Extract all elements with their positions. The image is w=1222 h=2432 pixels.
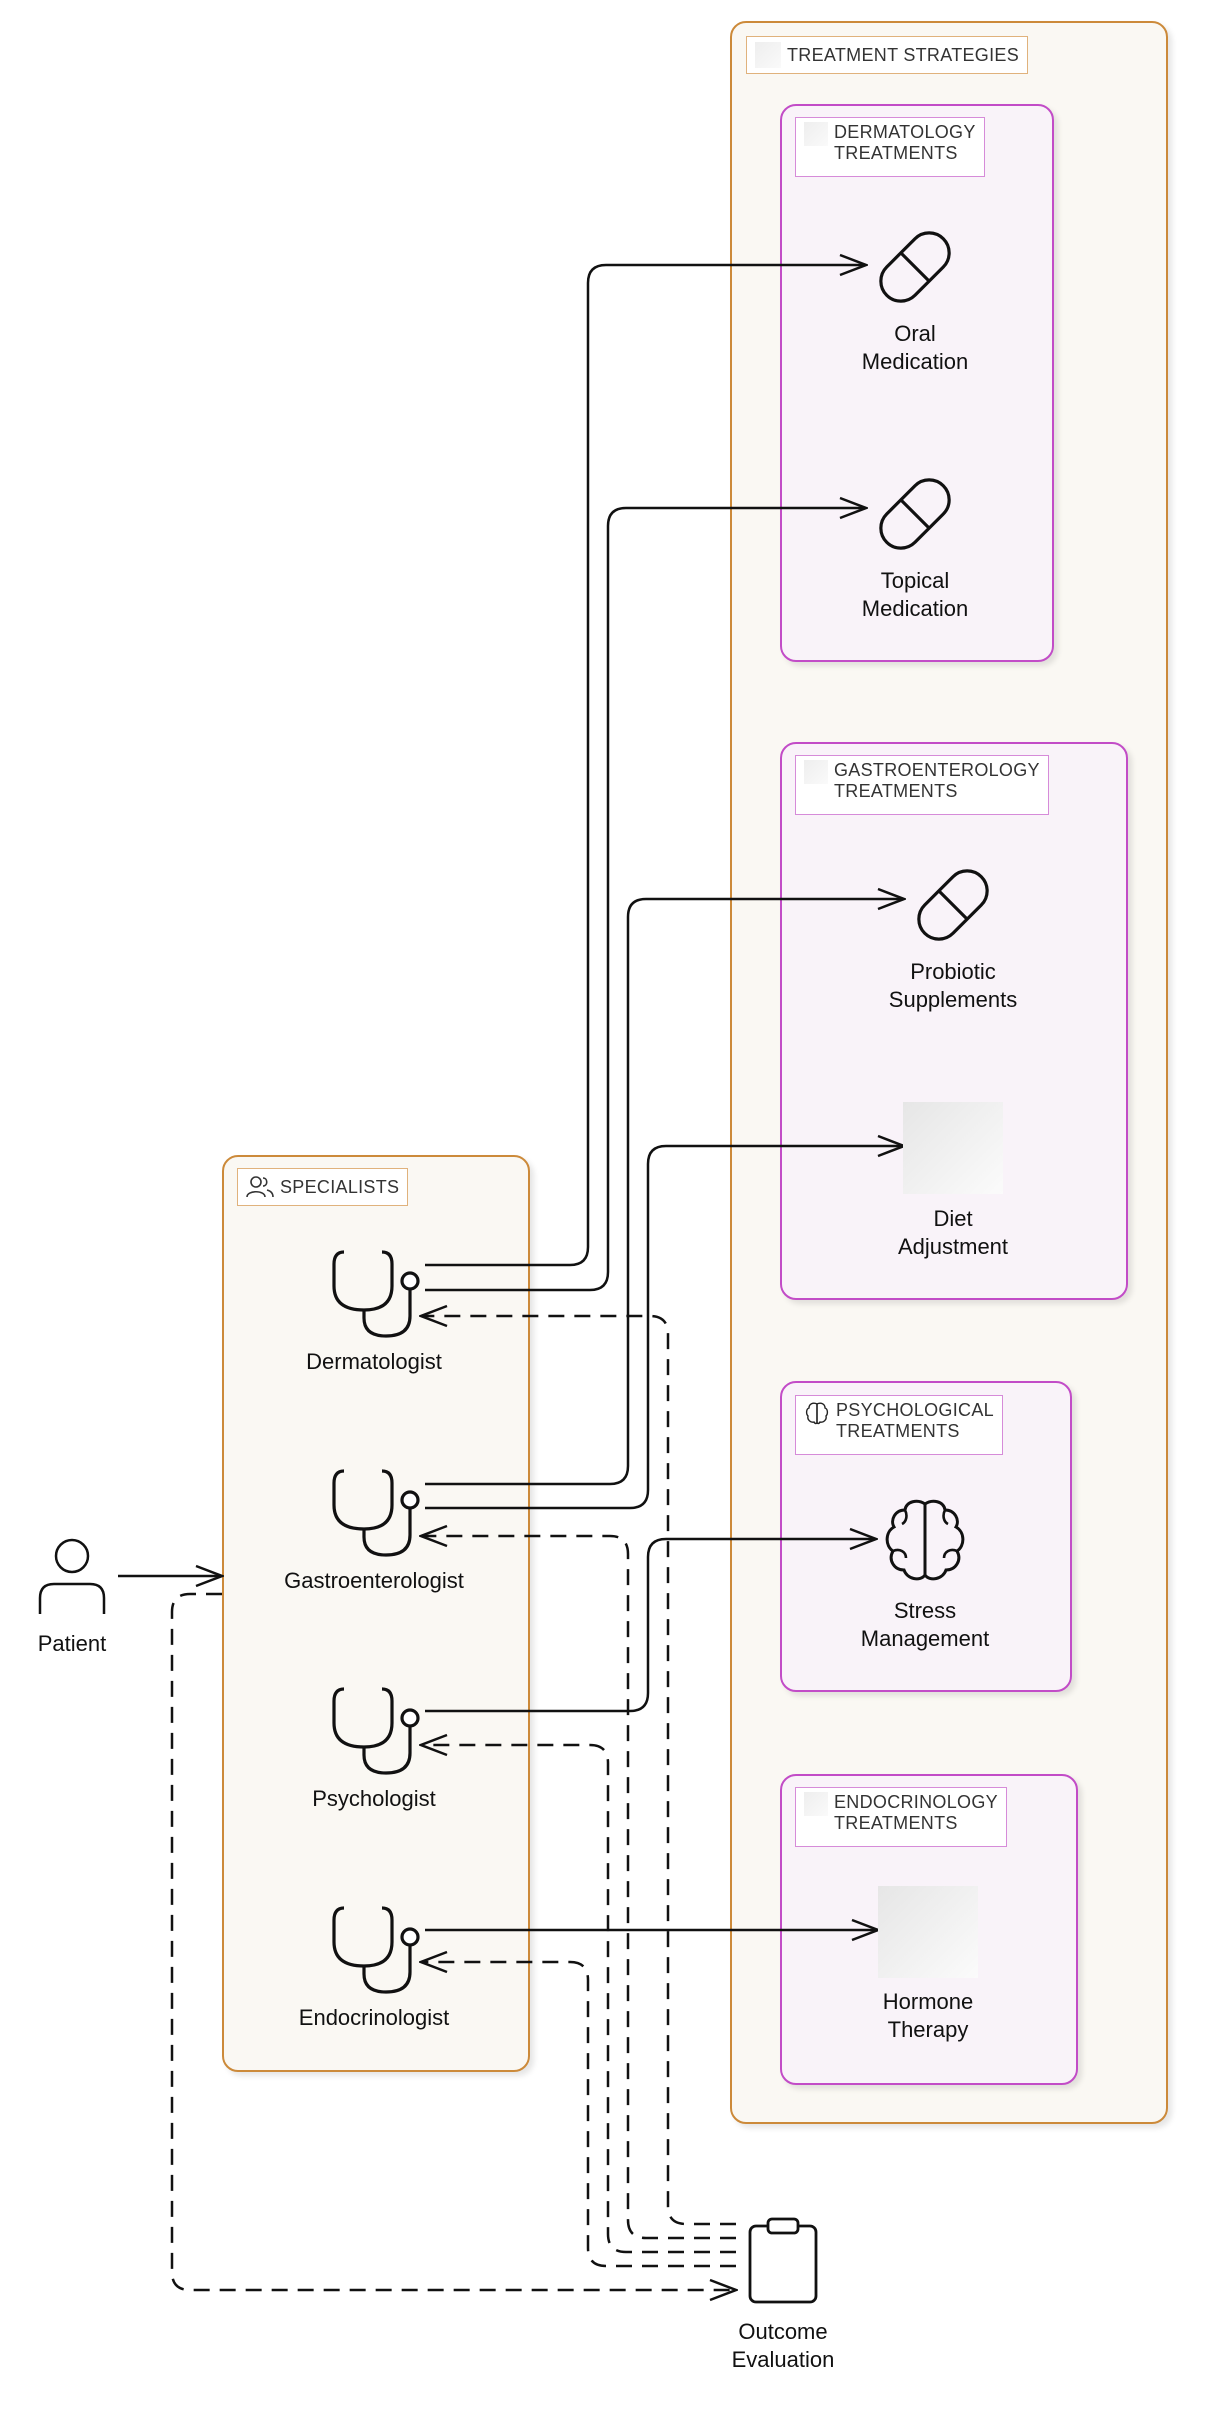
treatment-strategies-tag: TREATMENT STRATEGIES xyxy=(746,36,1029,74)
specialists-title: SPECIALISTS xyxy=(280,1176,400,1197)
specialist-label-gastroenterologist: Gastroenterologist xyxy=(284,1568,464,1593)
diet-line1: Diet xyxy=(933,1206,973,1231)
pill-icon xyxy=(879,231,951,303)
treatment-strategies-title: TREATMENT STRATEGIES xyxy=(787,44,1020,65)
dermatology-title-line1: DERMATOLOGY xyxy=(834,122,976,142)
oral-line2: Medication xyxy=(861,349,969,374)
stress-line1: Stress xyxy=(893,1598,957,1623)
edge-gastro-diet xyxy=(425,1146,904,1510)
patient-label: Patient xyxy=(37,1631,107,1656)
hormone-therapy-image-icon xyxy=(878,1886,978,1978)
endocrinology-treatments-tag: ENDOCRINOLOGY TREATMENTS xyxy=(795,1787,1007,1847)
treatment-label-topical-medication: Topical Medication xyxy=(862,567,968,623)
treatment-label-probiotic-supplements: Probiotic Supplements xyxy=(889,958,1017,1014)
edge-outcome-endocrinologist xyxy=(421,1962,736,2268)
gastroenterology-title-line1: GASTROENTEROLOGY xyxy=(834,760,1040,780)
outcome-evaluation-label: Outcome Evaluation xyxy=(732,2318,835,2374)
stethoscope-icon xyxy=(332,1906,420,1994)
clipboard-icon xyxy=(748,2217,818,2304)
diet-adjustment-image-icon xyxy=(903,1102,1003,1194)
specialist-label-psychologist: Psychologist xyxy=(312,1786,436,1811)
stethoscope-icon xyxy=(332,1469,420,1557)
person-icon xyxy=(38,1538,106,1614)
edge-patient-outcome xyxy=(170,1592,736,2290)
stethoscope-icon xyxy=(332,1250,420,1338)
psychological-title-line2: TREATMENTS xyxy=(836,1421,960,1441)
oral-line1: Oral xyxy=(894,321,936,346)
edge-outcome-gastroenterologist xyxy=(421,1536,736,2240)
edge-gastro-probiotic xyxy=(425,899,904,1486)
dermatology-title-line2: TREATMENTS xyxy=(834,143,958,163)
gastroenterology-treatments-tag: GASTROENTEROLOGY TREATMENTS xyxy=(795,755,1049,815)
dermatology-treatments-tag: DERMATOLOGY TREATMENTS xyxy=(795,117,985,177)
outcome-line1: Outcome xyxy=(738,2319,828,2344)
stethoscope-icon xyxy=(332,1687,420,1775)
image-placeholder-icon xyxy=(804,1792,828,1816)
hormone-line1: Hormone xyxy=(882,1989,974,2014)
psychological-treatments-tag: PSYCHOLOGICAL TREATMENTS xyxy=(795,1395,1003,1455)
treatment-label-hormone-therapy: Hormone Therapy xyxy=(883,1988,973,2044)
pill-icon xyxy=(879,478,951,550)
image-placeholder-icon xyxy=(804,760,828,784)
dermatology-treatments-group xyxy=(780,104,1054,662)
psychological-title-line1: PSYCHOLOGICAL xyxy=(836,1400,994,1420)
gastroenterology-title-line2: TREATMENTS xyxy=(834,781,958,801)
users-icon xyxy=(246,1176,274,1198)
hormone-line2: Therapy xyxy=(887,2017,969,2042)
edge-dermatologist-topical xyxy=(425,508,866,1292)
edge-psychologist-stress xyxy=(425,1539,876,1713)
probiotic-line1: Probiotic xyxy=(910,959,996,984)
brain-icon xyxy=(805,1402,829,1425)
topical-line1: Topical xyxy=(880,568,950,593)
edge-outcome-dermatologist xyxy=(421,1316,736,2226)
outcome-line2: Evaluation xyxy=(731,2347,835,2372)
specialist-label-dermatologist: Dermatologist xyxy=(306,1349,442,1374)
specialists-tag: SPECIALISTS xyxy=(237,1168,409,1206)
endocrinology-title-line1: ENDOCRINOLOGY xyxy=(834,1792,998,1812)
treatment-label-diet-adjustment: Diet Adjustment xyxy=(898,1205,1008,1261)
brain-icon xyxy=(885,1499,965,1581)
gastroenterology-treatments-group xyxy=(780,742,1128,1300)
probiotic-line2: Supplements xyxy=(888,987,1018,1012)
stress-line2: Management xyxy=(860,1626,990,1651)
image-placeholder-icon xyxy=(804,122,828,146)
endocrinology-title-line2: TREATMENTS xyxy=(834,1813,958,1833)
pill-icon xyxy=(917,869,989,941)
edge-outcome-psychologist xyxy=(421,1745,736,2254)
specialist-label-endocrinologist: Endocrinologist xyxy=(298,2005,450,2030)
image-placeholder-icon xyxy=(755,42,781,68)
edge-dermatologist-oral xyxy=(425,265,866,1267)
topical-line2: Medication xyxy=(861,596,969,621)
treatment-label-oral-medication: Oral Medication xyxy=(862,320,968,376)
treatment-label-stress-management: Stress Management xyxy=(861,1597,989,1653)
diet-line2: Adjustment xyxy=(897,1234,1009,1259)
